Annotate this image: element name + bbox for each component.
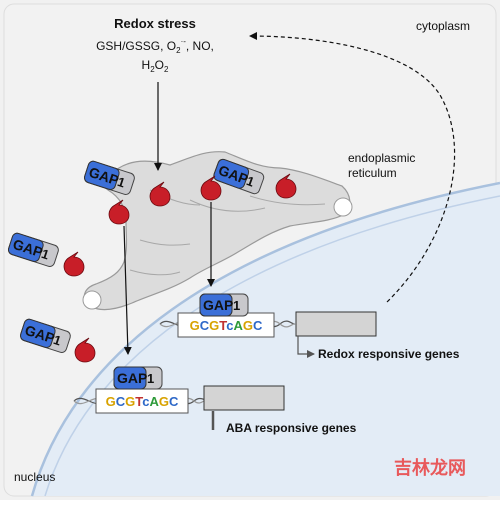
gap1-protein-bound: [113, 366, 163, 390]
dna-base: G: [243, 318, 253, 333]
gap1-protein-bound: [199, 293, 249, 317]
dna-motif-box: [177, 312, 275, 338]
er-pore: [82, 290, 102, 310]
dna-motif-sequence: GCGTcAGC: [106, 394, 179, 409]
dna-base: c: [142, 394, 149, 409]
nuclear-envelope-outer: [30, 181, 500, 497]
cytoplasm-label: cytoplasm: [416, 19, 470, 33]
dna-base: G: [125, 394, 135, 409]
dna-base: c: [226, 318, 233, 333]
dna-base: C: [200, 318, 210, 333]
aba-genes-label: ABA responsive genes: [226, 421, 357, 435]
ligand-translocation-arrow: [123, 225, 132, 355]
dna-base: C: [116, 394, 126, 409]
dna-base: G: [159, 394, 169, 409]
watermark-text: 吉林龙网: [394, 457, 466, 478]
redox-stress-title: Redox stress: [114, 16, 196, 31]
gene-box: [295, 311, 377, 337]
dna-base: G: [209, 318, 219, 333]
dna-complex-redox: GCGTcAGC Redox responsive genes: [159, 293, 460, 361]
er-label-line2: reticulum: [348, 166, 397, 180]
dna-base: T: [135, 394, 143, 409]
dna-motif-box: [95, 388, 189, 414]
redox-stress-species-line1: GSH/GSSG, O2·-, NO,: [96, 37, 214, 55]
er-label-line1: endoplasmic: [348, 151, 415, 165]
feedback-dashed-arrow: [249, 32, 456, 303]
redox-genes-label: Redox responsive genes: [318, 347, 460, 361]
dna-base: A: [233, 318, 243, 333]
dna-base: C: [169, 394, 179, 409]
dna-complex-aba: GCGTcAGC ABA responsive genes: [73, 366, 357, 435]
dna-base: G: [106, 394, 116, 409]
gene-box: [203, 385, 285, 411]
dna-base: C: [253, 318, 263, 333]
dna-base: T: [219, 318, 227, 333]
dna-base: G: [190, 318, 200, 333]
er-pore: [333, 197, 353, 217]
dna-base: A: [149, 394, 159, 409]
redox-stress-species-line2: H2O2: [142, 58, 169, 74]
nucleus-region: [32, 183, 500, 496]
dna-motif-sequence: GCGTcAGC: [190, 318, 263, 333]
nucleus-label: nucleus: [14, 470, 55, 484]
